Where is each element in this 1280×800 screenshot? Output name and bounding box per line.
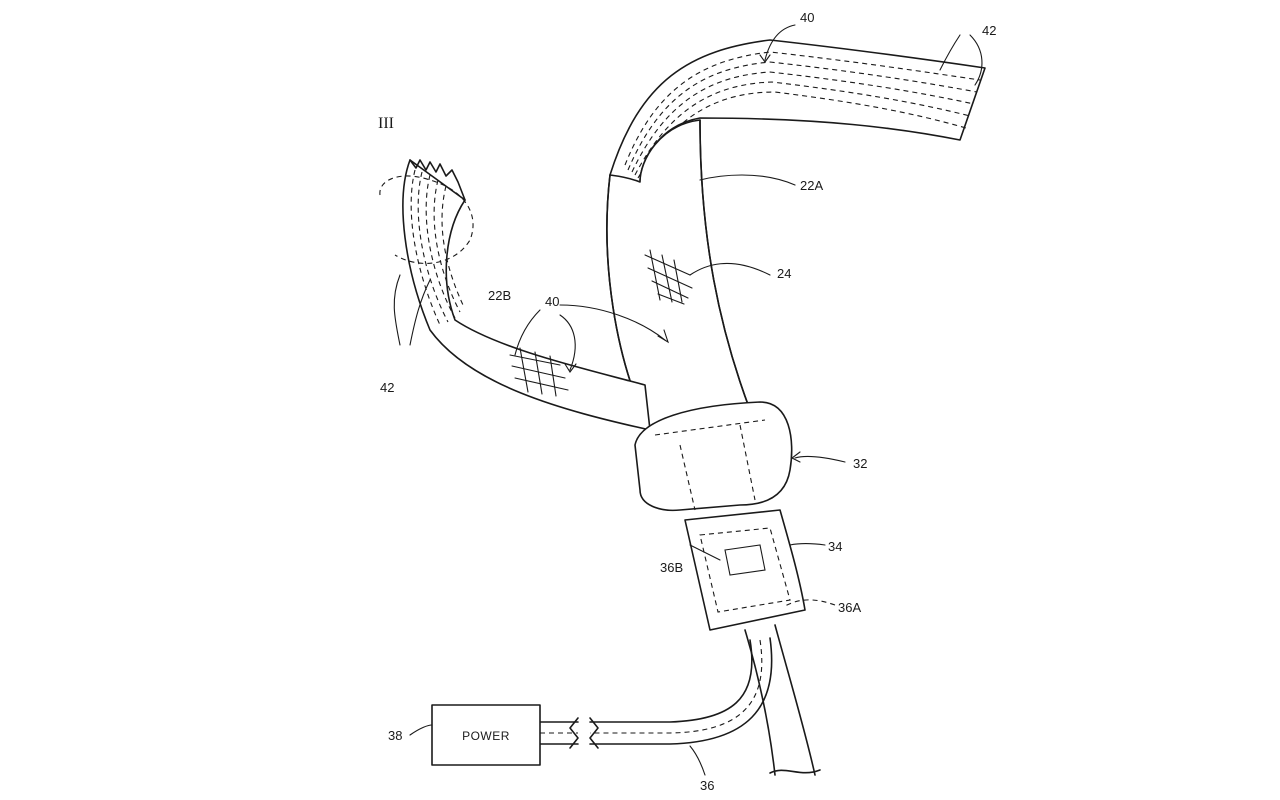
lower-tube <box>744 624 821 776</box>
label-22b: 22B <box>488 288 511 303</box>
hatch-region-24 <box>644 249 693 305</box>
label-42-top: 42 <box>982 23 996 38</box>
left-ribbon-22b <box>379 159 651 431</box>
label-36b: 36B <box>660 560 683 575</box>
light-guide-body-22a <box>606 119 751 431</box>
label-iii: III <box>378 115 394 132</box>
power-cable-36 <box>539 637 773 749</box>
label-32: 32 <box>853 456 867 471</box>
label-36: 36 <box>700 778 714 793</box>
power-box-38: POWER <box>431 704 541 766</box>
power-box-label: POWER <box>462 729 510 743</box>
upper-ribbon <box>609 39 986 183</box>
ferrule-34 <box>684 509 806 631</box>
label-36a: 36A <box>838 600 861 615</box>
reference-labels: 40 42 22A 24 22B 40 42 III 32 34 36B 36A… <box>378 10 996 793</box>
label-42-left: 42 <box>380 380 394 395</box>
leader-lines <box>393 24 983 776</box>
label-22a: 22A <box>800 178 823 193</box>
label-40-top: 40 <box>800 10 814 25</box>
connector-32 <box>634 401 793 512</box>
hatch-region-22b <box>509 347 569 397</box>
label-34: 34 <box>828 539 842 554</box>
label-38: 38 <box>388 728 402 743</box>
label-40-mid: 40 <box>545 294 559 309</box>
label-24: 24 <box>777 266 791 281</box>
